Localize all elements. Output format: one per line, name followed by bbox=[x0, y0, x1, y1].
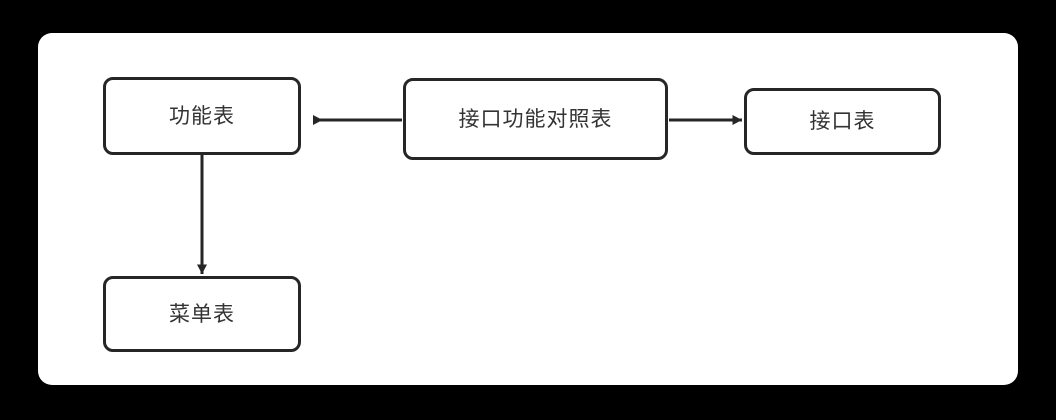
node-menu-table[interactable]: 菜单表 bbox=[103, 276, 301, 352]
node-label-interface-table: 接口表 bbox=[809, 109, 876, 133]
node-interface-function-mapping-table[interactable]: 接口功能对照表 bbox=[403, 78, 668, 160]
node-function-table[interactable]: 功能表 bbox=[103, 77, 301, 155]
node-label-interface-function-mapping-table: 接口功能对照表 bbox=[458, 106, 613, 131]
node-interface-table[interactable]: 接口表 bbox=[744, 88, 941, 155]
node-label-menu-table: 菜单表 bbox=[169, 301, 235, 326]
node-label-function-table: 功能表 bbox=[169, 103, 235, 128]
